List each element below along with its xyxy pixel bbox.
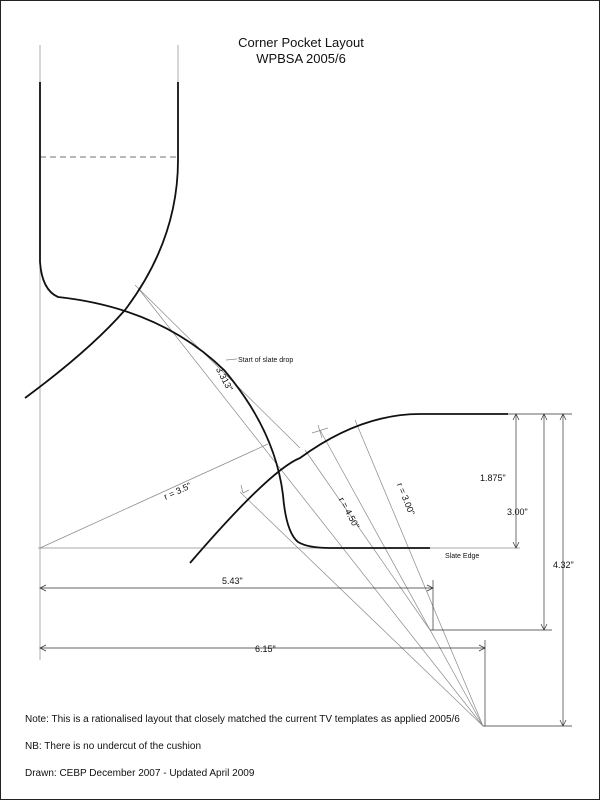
tick-mark-b	[317, 424, 323, 439]
dim-432-label: 4.32"	[553, 560, 574, 570]
arrowhead	[512, 413, 520, 421]
arrowhead	[559, 413, 567, 421]
arrowhead	[39, 644, 47, 652]
arrowhead	[426, 584, 434, 592]
title-line-2: WPBSA 2005/6	[256, 51, 346, 66]
dimension-lines	[39, 413, 572, 727]
upper-cushion-nose	[24, 82, 179, 399]
radius-35-label: r = 3.5"	[162, 481, 192, 502]
arrowhead	[39, 584, 47, 592]
lower-cushion-nose	[189, 413, 508, 564]
undercut-note: NB: There is no undercut of the cushion	[25, 741, 202, 752]
radius-300-label: r = 3.00"	[395, 481, 417, 516]
start-slate-drop-label: Start of slate drop	[238, 357, 293, 364]
dim-543-label: 5.43"	[222, 576, 243, 586]
arrowhead	[478, 644, 486, 652]
diagram-labels: Start of slate drop Slate Edge 3.313" r …	[162, 357, 573, 654]
radius-450-label: r = 4.50"	[337, 496, 362, 531]
layout-note: Note: This is a rationalised layout that…	[25, 714, 460, 725]
radius-3-313-line	[134, 284, 301, 449]
dim-1875-label: 1.875"	[480, 473, 506, 483]
ray-to-centre-d	[354, 419, 484, 727]
arrowhead	[512, 541, 520, 549]
arrowhead	[559, 719, 567, 727]
ray-to-centre-c	[319, 429, 484, 727]
dim-300-label: 3.00"	[507, 507, 528, 517]
left-cushion-outline	[39, 82, 430, 549]
radius-3-5-line	[39, 443, 269, 549]
arrowhead	[540, 413, 548, 421]
ray-to-centre-b	[239, 491, 484, 727]
construction-lines	[38, 45, 520, 727]
drawn-by-note: Drawn: CEBP December 2007 - Updated Apri…	[25, 768, 255, 779]
start-slate-drop-leader	[225, 358, 238, 361]
slate-edge-label: Slate Edge	[445, 553, 479, 560]
arrowhead	[540, 623, 548, 631]
ray-to-centre-a	[137, 287, 484, 727]
arrow-mark-left	[240, 484, 250, 494]
cushion-outlines	[24, 82, 508, 564]
dim-615-label: 6.15"	[255, 644, 276, 654]
ray-to-centre-e	[304, 449, 431, 631]
title-line-1: Corner Pocket Layout	[238, 35, 364, 50]
